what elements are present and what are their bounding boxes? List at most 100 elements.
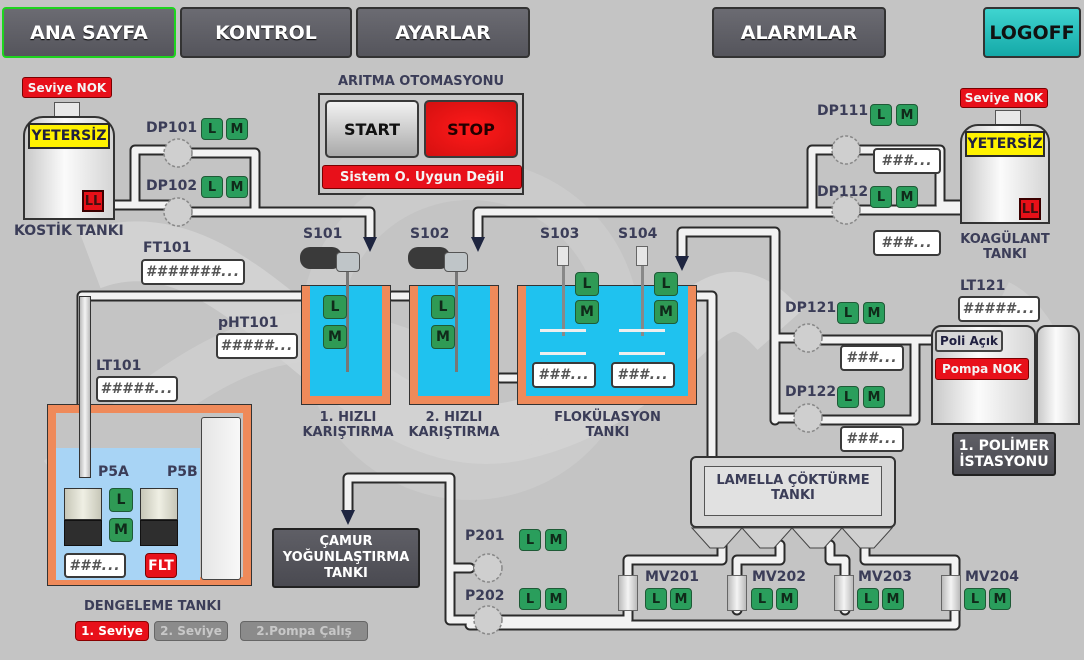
koagulant-state-badge: YETERSİZ	[965, 131, 1045, 157]
dp111-manual-button[interactable]: M	[896, 104, 918, 126]
p201-local-button[interactable]: L	[519, 529, 541, 551]
logoff-button[interactable]: LOGOFF	[983, 7, 1081, 58]
pump-2-run-indicator: 2.Pompa Çalış	[240, 621, 368, 641]
dp122-manual-button[interactable]: M	[863, 386, 885, 408]
lt121-value: #####...	[958, 296, 1040, 322]
kostik-state-badge: YETERSİZ	[28, 123, 110, 149]
dp121-manual-button[interactable]: M	[863, 302, 885, 324]
mv202-local-button[interactable]: L	[751, 588, 773, 610]
stop-button[interactable]: STOP	[424, 100, 518, 158]
dp122-value: ###...	[840, 426, 904, 452]
mv203-label: MV203	[858, 569, 912, 585]
hopper-1	[690, 527, 744, 549]
s101-manual-button[interactable]: M	[323, 325, 347, 349]
pump-p201-icon	[473, 553, 503, 583]
dp121-local-button[interactable]: L	[837, 302, 859, 324]
s104-local-button[interactable]: L	[654, 272, 678, 296]
flow-arrow	[471, 237, 485, 252]
nav-home-button[interactable]: ANA SAYFA	[2, 7, 176, 58]
mixer-s103-paddle	[540, 352, 586, 355]
kostik-level-alarm: Seviye NOK	[22, 77, 112, 98]
rapid-mix-2-label-line1: 2. HIZLI	[425, 410, 483, 425]
pump-dp121-icon	[793, 323, 823, 353]
mixer-s101-motor-icon	[300, 247, 342, 269]
dp122-local-button[interactable]: L	[837, 386, 859, 408]
s104-value: ###...	[611, 362, 675, 388]
pump-p202-icon	[473, 605, 503, 635]
mixer-s103-shaft	[562, 266, 565, 336]
system-status-badge: Sistem O. Uygun Değil	[322, 165, 522, 189]
nav-control-button[interactable]: KONTROL	[180, 7, 352, 58]
s101-local-button[interactable]: L	[323, 295, 347, 319]
p202-manual-button[interactable]: M	[545, 588, 567, 610]
koagulant-label-line1: KOAGÜLANT	[960, 232, 1050, 247]
pump-dp111-icon	[831, 135, 861, 165]
pump-dp122-icon	[793, 403, 823, 433]
nav-alarms-button[interactable]: ALARMLAR	[712, 7, 886, 58]
flow-arrow	[675, 256, 689, 271]
mv201-local-button[interactable]: L	[645, 588, 667, 610]
mv203-local-button[interactable]: L	[857, 588, 879, 610]
s102-manual-button[interactable]: M	[431, 325, 455, 349]
hopper-4	[840, 527, 894, 549]
p201-manual-button[interactable]: M	[545, 529, 567, 551]
lamella-tank-panel	[704, 466, 882, 516]
dp112-value: ###...	[873, 230, 941, 256]
lamella-label-line1: LAMELLA ÇÖKTÜRME	[716, 473, 870, 488]
hopper-2	[740, 527, 794, 549]
p5a-local-button[interactable]: L	[109, 488, 133, 512]
equalization-tank-label: DENGELEME TANKI	[84, 599, 222, 614]
mixer-s103-paddle	[540, 329, 586, 332]
nav-settings-button[interactable]: AYARLAR	[356, 7, 530, 58]
dp101-label: DP101	[146, 120, 198, 136]
s103-local-button[interactable]: L	[575, 272, 599, 296]
valve-mv202-icon	[727, 575, 747, 611]
s102-local-button[interactable]: L	[431, 295, 455, 319]
mixer-s104-paddle	[619, 352, 665, 355]
dp101-local-button[interactable]: L	[201, 118, 223, 140]
pump-p5b-body-icon	[140, 488, 178, 520]
mv202-manual-button[interactable]: M	[776, 588, 798, 610]
dp102-manual-button[interactable]: M	[226, 176, 248, 198]
level-1-indicator: 1. Seviye	[75, 621, 149, 641]
dp102-label: DP102	[146, 178, 198, 194]
dp102-local-button[interactable]: L	[201, 176, 223, 198]
mv201-label: MV201	[645, 569, 699, 585]
equalization-side-chamber	[201, 417, 241, 580]
mv204-manual-button[interactable]: M	[989, 588, 1011, 610]
p202-local-button[interactable]: L	[519, 588, 541, 610]
p5a-manual-button[interactable]: M	[109, 518, 133, 542]
dp101-manual-button[interactable]: M	[226, 118, 248, 140]
flow-arrow	[341, 510, 355, 525]
s101-label: S101	[303, 226, 343, 242]
dp112-manual-button[interactable]: M	[896, 186, 918, 208]
sludge-line2: YOĞUNLAŞTIRMA	[282, 550, 410, 565]
mixer-s104-motor-icon	[636, 246, 648, 266]
pump-dp112-icon	[831, 195, 861, 225]
lamella-hoppers	[690, 527, 894, 549]
mv203-manual-button[interactable]: M	[882, 588, 904, 610]
start-button[interactable]: START	[325, 100, 419, 158]
flocculation-label-line2: TANKI	[585, 425, 630, 440]
dp111-local-button[interactable]: L	[870, 104, 892, 126]
polymer-pump-alarm: Pompa NOK	[935, 358, 1029, 380]
mixer-s104-paddle	[619, 329, 665, 332]
mv201-manual-button[interactable]: M	[670, 588, 692, 610]
mv204-local-button[interactable]: L	[964, 588, 986, 610]
s104-manual-button[interactable]: M	[654, 300, 678, 324]
dp112-local-button[interactable]: L	[870, 186, 892, 208]
s103-manual-button[interactable]: M	[575, 300, 599, 324]
rapid-mix-1-label-line2: KARIŞTIRMA	[302, 425, 394, 440]
mixer-s104-shaft	[641, 266, 644, 336]
mixer-s103-motor-icon	[557, 246, 569, 266]
kostik-ll-indicator: LL	[82, 190, 104, 212]
p5a-value: ###...	[64, 553, 126, 578]
lt121-label: LT121	[960, 278, 1006, 294]
